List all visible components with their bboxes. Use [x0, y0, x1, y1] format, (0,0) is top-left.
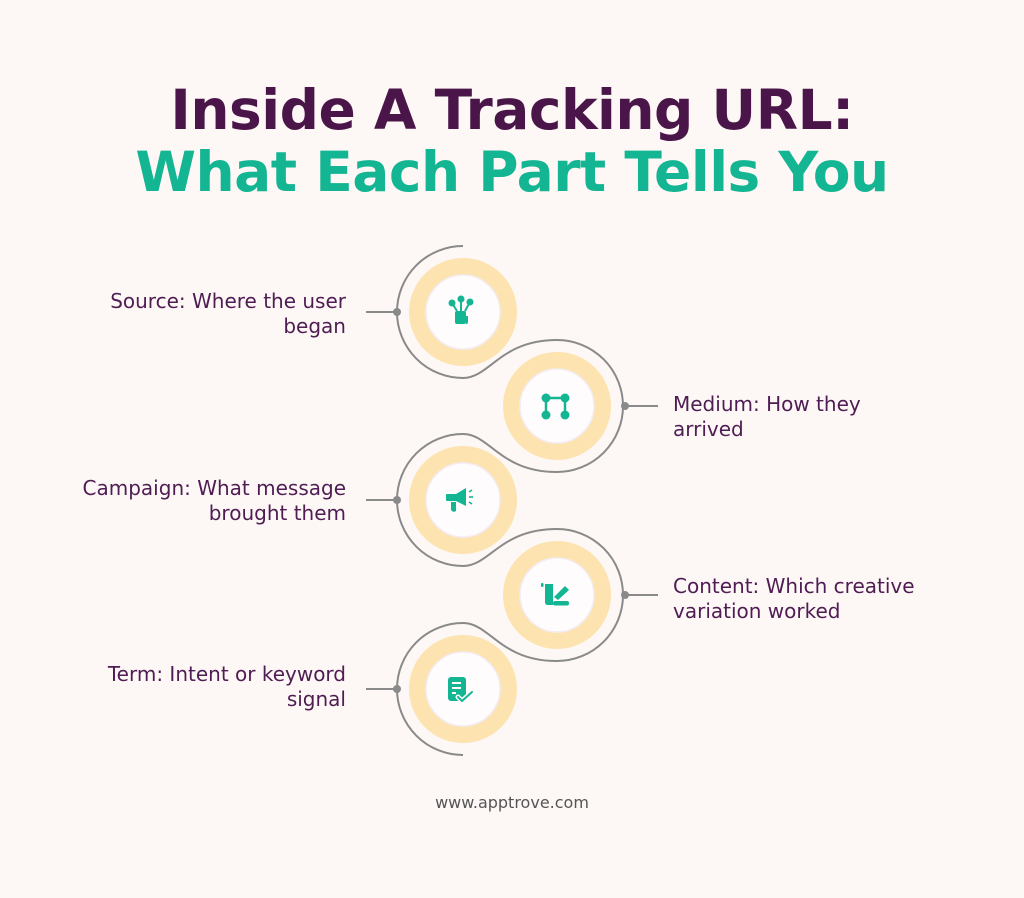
megaphone-icon: [446, 488, 473, 512]
connector-dots: [393, 308, 629, 693]
footer-url: www.apptrove.com: [435, 793, 589, 812]
step-label-term: Term: Intent or keyword signal: [107, 662, 346, 711]
source-icon: [448, 295, 474, 324]
step-label-source: Source: Where the user began: [110, 289, 346, 338]
document-check-icon: [448, 677, 475, 704]
step-circle-2: [503, 352, 611, 460]
step-label-campaign: Campaign: What message brought them: [82, 476, 346, 525]
title-line-1: Inside A Tracking URL:: [170, 78, 854, 142]
step-label-medium: Medium: How they arrived: [673, 392, 861, 441]
medium-icon: [541, 393, 570, 420]
leader-lines: [366, 311, 658, 690]
title-line-2: What Each Part Tells You: [135, 140, 889, 204]
content-edit-icon: [541, 583, 569, 606]
step-label-content: Content: Which creative variation worked: [673, 574, 915, 623]
